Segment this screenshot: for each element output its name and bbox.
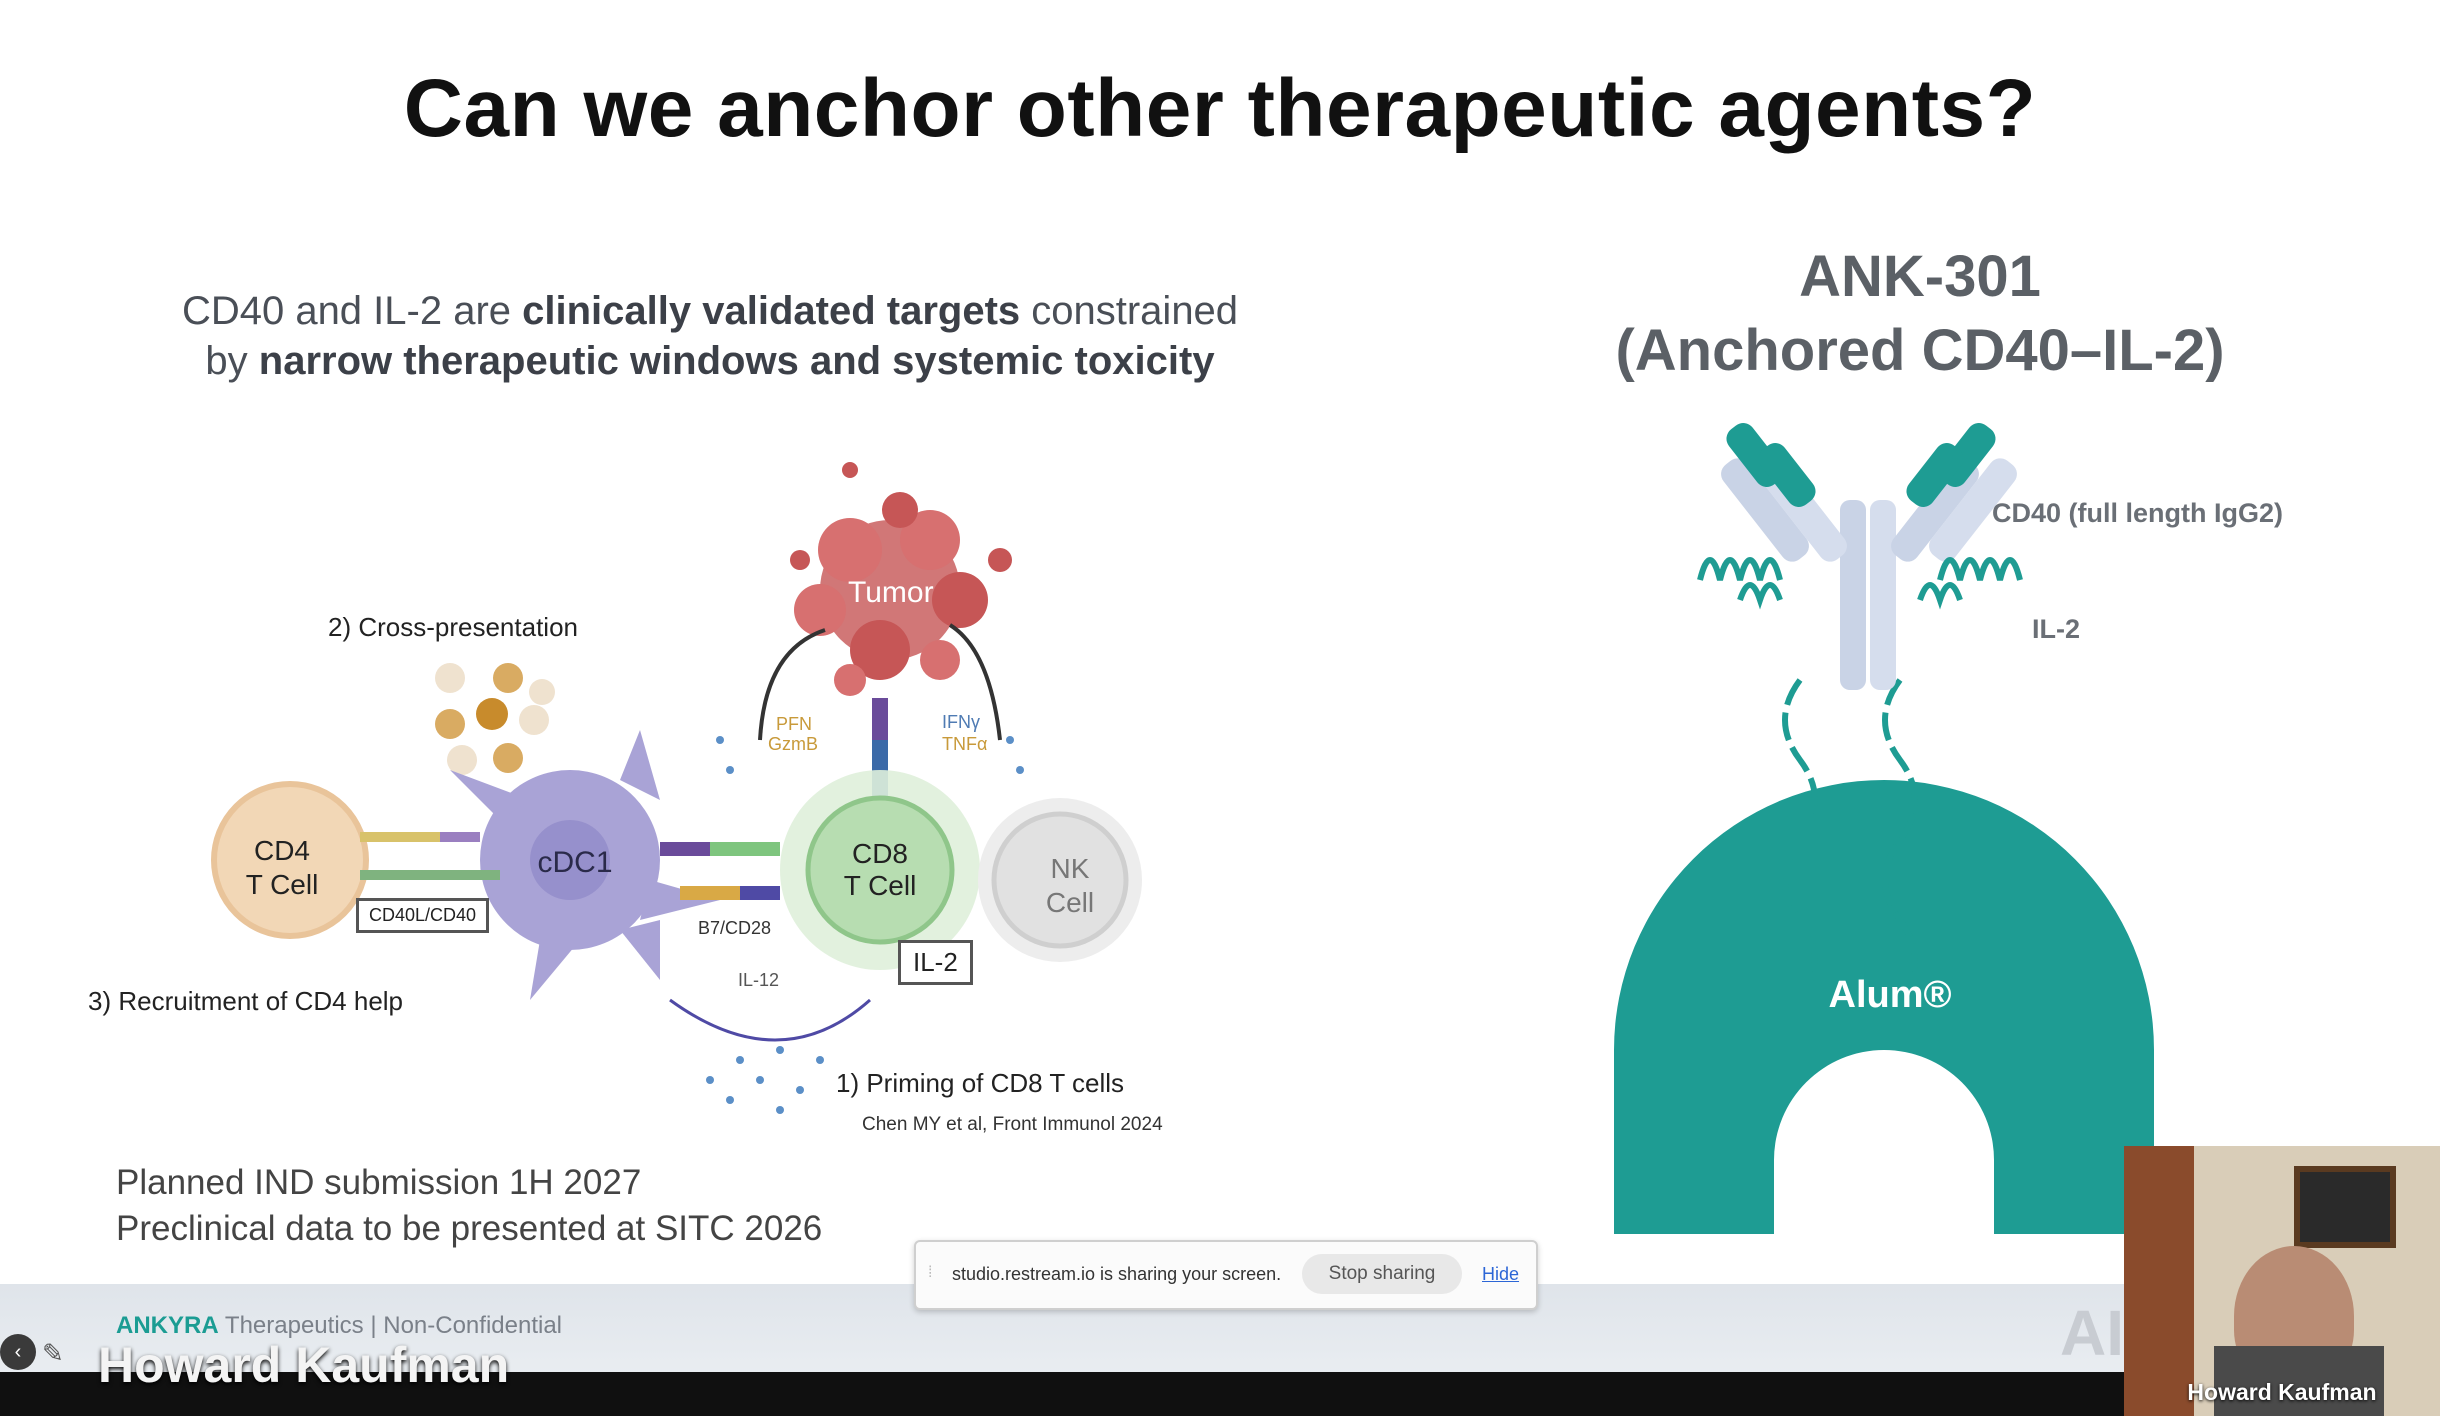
b7-label: B7/CD28 [698,918,772,938]
il12-label: IL-12 [738,970,780,990]
cd40l-box: CD40L/CD40 [356,898,490,933]
nk-cell [991,811,1129,949]
tumor-label: Tumor [848,576,934,609]
hide-link[interactable]: Hide [1482,1264,1520,1284]
nk-label-line: Cell [1045,887,1095,918]
claim-part: CD40 and IL-2 are [181,289,523,333]
il2-coils [1697,557,2023,610]
cd4-label: CD4 T Cell [212,834,352,902]
confidentiality: Non-Confidential [383,1312,563,1339]
immune-diagram [211,462,1142,1114]
note-line: Planned IND submission 1H 2027 [116,1163,642,1202]
company-name: ANKYRA [116,1312,219,1339]
cd8-label-line: CD8 [851,838,908,869]
presenter-name: Howard Kaufman [98,1337,510,1393]
plan-notes: Planned IND submission 1H 2027 Preclinic… [116,1160,822,1252]
drag-handle-icon[interactable]: ⁞ [928,1264,933,1281]
cdc1-cell [450,730,720,1000]
ifng-label: IFNγ [942,712,980,732]
ank-title-line: (Anchored CD40–IL-2) [1615,318,2225,383]
gzmb-label: GzmB [768,734,819,754]
claim-bold: narrow therapeutic windows and systemic … [258,339,1215,383]
receptor-links [360,832,780,900]
company-suffix: Therapeutics [218,1312,364,1339]
slide-title: Can we anchor other therapeutic agents? [403,63,2037,154]
priming-label: 1) Priming of CD8 T cells [836,1068,1125,1098]
il2-box: IL-2 [898,940,973,985]
tether-left [1782,678,1818,1002]
cytokine-dots [706,736,1024,1114]
cd4-label-line: T Cell [245,869,319,900]
ank301-diagram [1614,423,2154,1234]
webcam-person-shirt [2214,1346,2384,1416]
arrow-right [948,623,1002,741]
webcam-name: Howard Kaufman [2187,1379,2377,1405]
footer-separator: | [363,1312,384,1339]
cdc1-label: cDC1 [537,846,613,879]
tumor-cluster [790,462,1012,696]
webcam-tile: Howard Kaufman [2124,1146,2440,1416]
cd8-label-line: T Cell [843,870,917,901]
webcam-door [2124,1146,2194,1416]
ank-title: ANK-301 (Anchored CD40–IL-2) [1540,240,2300,388]
il12-arrow [669,998,871,1042]
stop-sharing-button[interactable]: Stop sharing [1302,1254,1462,1294]
il2-label: IL-2 [2032,614,2081,644]
alum-label: Alum® [1828,974,1952,1016]
cd8-label: CD8 T Cell [820,838,940,902]
share-message: studio.restream.io is sharing your scree… [952,1264,1282,1284]
pfn-label: PFN [776,714,812,734]
arrow-left [758,628,826,741]
bottom-strip [0,1372,2440,1416]
claim-part: constrained [1020,289,1239,333]
cd4-cell [211,781,369,939]
nk-label: NK Cell [1010,852,1130,920]
screen-share-banner: ⁞ studio.restream.io is sharing your scr… [914,1240,1538,1310]
webcam-picture-frame [2294,1166,2396,1248]
citation: Chen MY et al, Front Immunol 2024 [862,1114,1163,1135]
alum-arch [1614,780,2154,1234]
claim-bold: clinically validated targets [522,289,1021,333]
cd8-cell [805,795,955,945]
cross-presentation-label: 2) Cross-presentation [328,612,578,642]
claim-part: by [205,339,259,383]
note-line: Preclinical data to be presented at SITC… [116,1209,823,1248]
tether-right [1882,678,1918,1002]
cd40-label: CD40 (full length IgG2) [1992,498,2284,528]
ank-title-line: ANK-301 [1799,244,2041,309]
recruitment-label: 3) Recruitment of CD4 help [88,986,404,1016]
cd40-antibody [1721,423,2017,690]
tnfa-label: TNFα [942,734,988,754]
edit-icon[interactable]: ✎ [42,1338,64,1368]
footer-brand: ANKYRA Therapeutics | Non-Confidential [116,1312,562,1340]
nk-label-line: NK [1050,853,1090,884]
footer-logo-partial: AI [2060,1297,2124,1369]
claim-text: CD40 and IL-2 are clinically validated t… [140,286,1280,386]
cd4-label-line: CD4 [253,835,310,866]
back-icon[interactable]: ‹ [0,1334,36,1370]
